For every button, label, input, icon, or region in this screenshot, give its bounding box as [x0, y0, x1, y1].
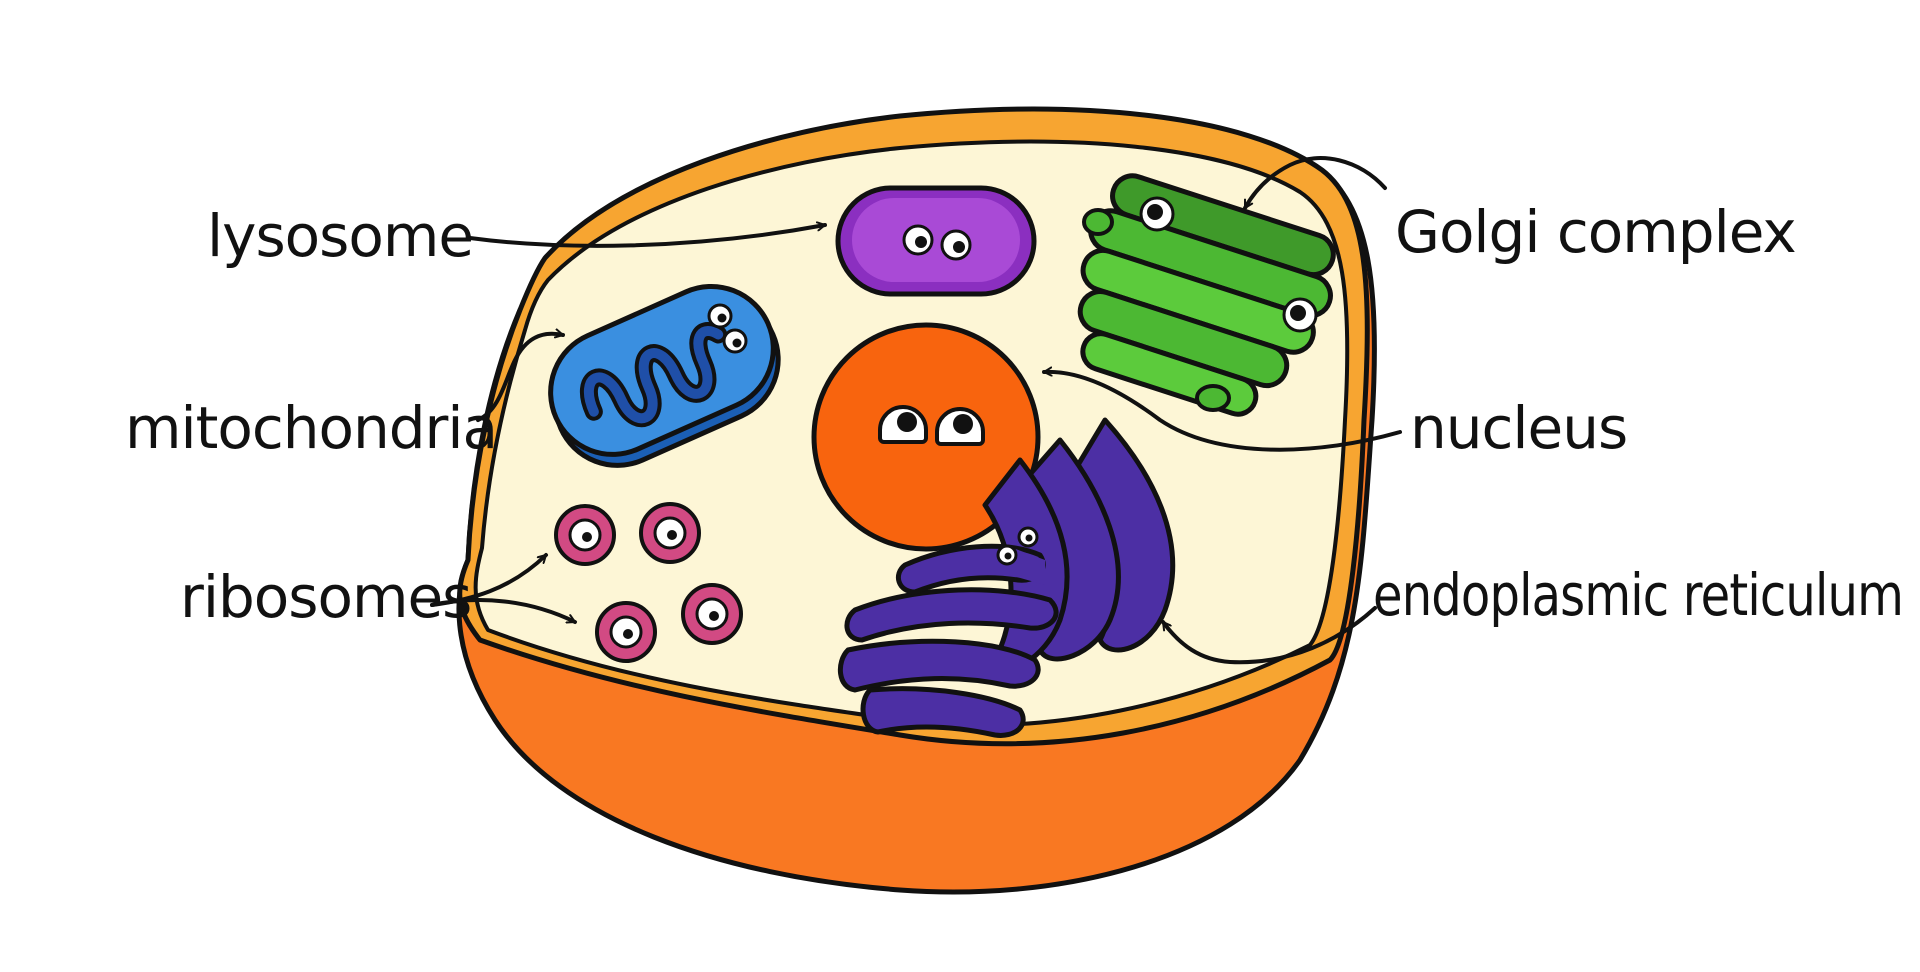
nucleus-eyes	[878, 405, 985, 446]
label-golgi-complex: Golgi complex	[1395, 198, 1796, 266]
label-lysosome: lysosome	[207, 202, 473, 270]
nucleus-arrow	[1042, 372, 1402, 452]
ribosomes	[554, 502, 743, 663]
label-ribosomes: ribosomes	[180, 563, 471, 631]
nucleus	[811, 322, 1041, 552]
labels: lysosome mitochondria ribosomes Golgi co…	[125, 198, 1904, 631]
ribosome	[639, 502, 701, 564]
lysosome-eyes	[902, 224, 972, 261]
golgi-arrow	[1243, 156, 1387, 210]
golgi-complex	[1077, 173, 1336, 417]
label-arrows	[430, 156, 1402, 665]
golgi-eyes	[1139, 196, 1318, 333]
lysosome-arrow	[468, 225, 827, 248]
er-arrow	[1161, 606, 1377, 665]
label-endoplasmic-reticulum: endoplasmic reticulum	[1373, 561, 1903, 629]
label-mitochondria: mitochondria	[125, 394, 497, 462]
mitochondria	[548, 283, 781, 468]
er-eyes	[996, 526, 1039, 566]
endoplasmic-reticulum	[837, 417, 1176, 738]
ribosome	[681, 583, 743, 645]
ribosome	[554, 504, 616, 566]
ribosomes-arrow-lower	[430, 598, 577, 624]
lysosome	[835, 185, 1037, 297]
mitochondria-arrow	[476, 334, 565, 422]
label-nucleus: nucleus	[1410, 394, 1627, 462]
ribosome	[595, 601, 657, 663]
mitochondria-eyes	[707, 303, 748, 354]
